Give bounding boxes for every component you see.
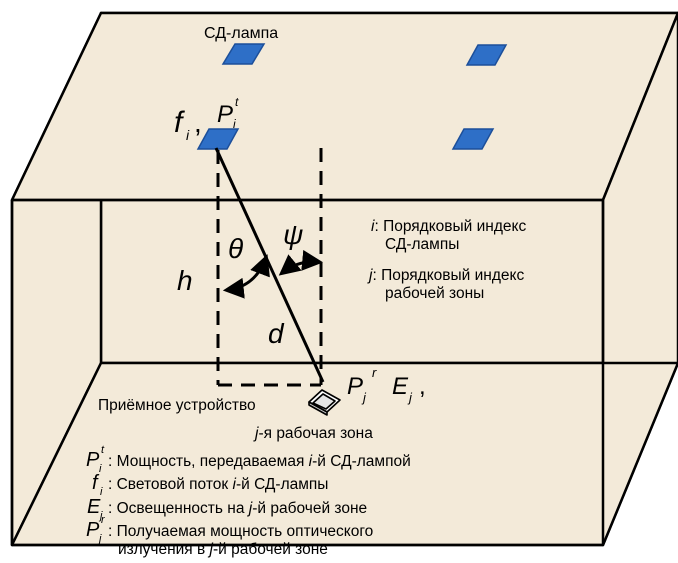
note-i-line2: СД-лампы (385, 236, 459, 253)
legend-pr-symbol: P j r (86, 514, 106, 545)
symbol-p-sup: t (235, 95, 239, 109)
svg-text:i: i (99, 463, 102, 475)
legend-e-text: : Освещенность на j-й рабочей зоне (108, 500, 367, 517)
symbol-e-comma: , (419, 373, 426, 400)
symbol-p-sub: i (233, 117, 236, 131)
legend: P i t : Мощность, передаваемая i-й СД-ла… (86, 444, 411, 558)
h-label: h (177, 265, 193, 296)
lamp-symbols: f i , P i t (174, 95, 239, 143)
psi-label: ψ (283, 219, 303, 250)
led-lamp-icon (465, 44, 508, 66)
svg-text:r: r (101, 514, 106, 526)
symbol-e-sub: j (407, 390, 413, 405)
led-lamp-icon (451, 128, 495, 150)
led-lamp-icon (221, 43, 266, 65)
svg-text:i: i (100, 486, 103, 498)
symbol-comma: , (194, 107, 202, 138)
legend-pr-text-line2: излучения в j-й рабочей зоне (118, 541, 328, 558)
legend-pt-text: : Мощность, передаваемая i-й СД-лампой (108, 453, 411, 470)
svg-text:P: P (86, 519, 100, 541)
symbol-pr-sup: r (372, 365, 377, 380)
legend-pr-text-line1: : Получаемая мощность оптического (108, 523, 373, 540)
svg-text:P: P (86, 449, 100, 471)
legend-f-text: : Световой поток i-й СД-лампы (108, 476, 328, 493)
receiver-label: Приёмное устройство (98, 397, 256, 414)
symbol-pr: P (347, 373, 363, 400)
symbol-p: P (217, 101, 233, 128)
led-lamps (196, 43, 508, 150)
led-lamp-icon (196, 128, 240, 150)
note-j-line2: рабочей зоны (385, 285, 484, 302)
receiver-symbols: P j r E j , (347, 365, 426, 405)
d-label: d (268, 318, 285, 349)
svg-text:j: j (98, 510, 103, 522)
legend-e-symbol: E j (87, 496, 103, 522)
psi-arc (278, 249, 324, 276)
symbol-e: E (392, 373, 409, 400)
note-i-line1: i: Порядковый индекс (371, 218, 526, 235)
symbol-pr-sub: j (361, 390, 367, 405)
svg-text:E: E (87, 496, 101, 518)
theta-label: θ (228, 233, 243, 264)
theta-arc (222, 254, 270, 299)
index-notes: i: Порядковый индекс СД-лампы j: Порядко… (367, 218, 526, 302)
symbol-f-sub: i (186, 127, 190, 143)
svg-text:t: t (101, 444, 105, 456)
lamp-label: СД-лампа (204, 25, 278, 42)
legend-f-symbol: f i (92, 472, 103, 498)
work-zone-label: j-я рабочая зона (253, 425, 373, 442)
room-ceiling-face (10, 11, 678, 202)
note-j-line1: j: Порядковый индекс (367, 267, 524, 284)
symbol-f: f (174, 106, 185, 139)
receiver-icon (308, 389, 341, 416)
legend-pt-symbol: P i t (86, 444, 105, 475)
svg-text:f: f (92, 472, 100, 494)
svg-text:j: j (97, 533, 102, 545)
